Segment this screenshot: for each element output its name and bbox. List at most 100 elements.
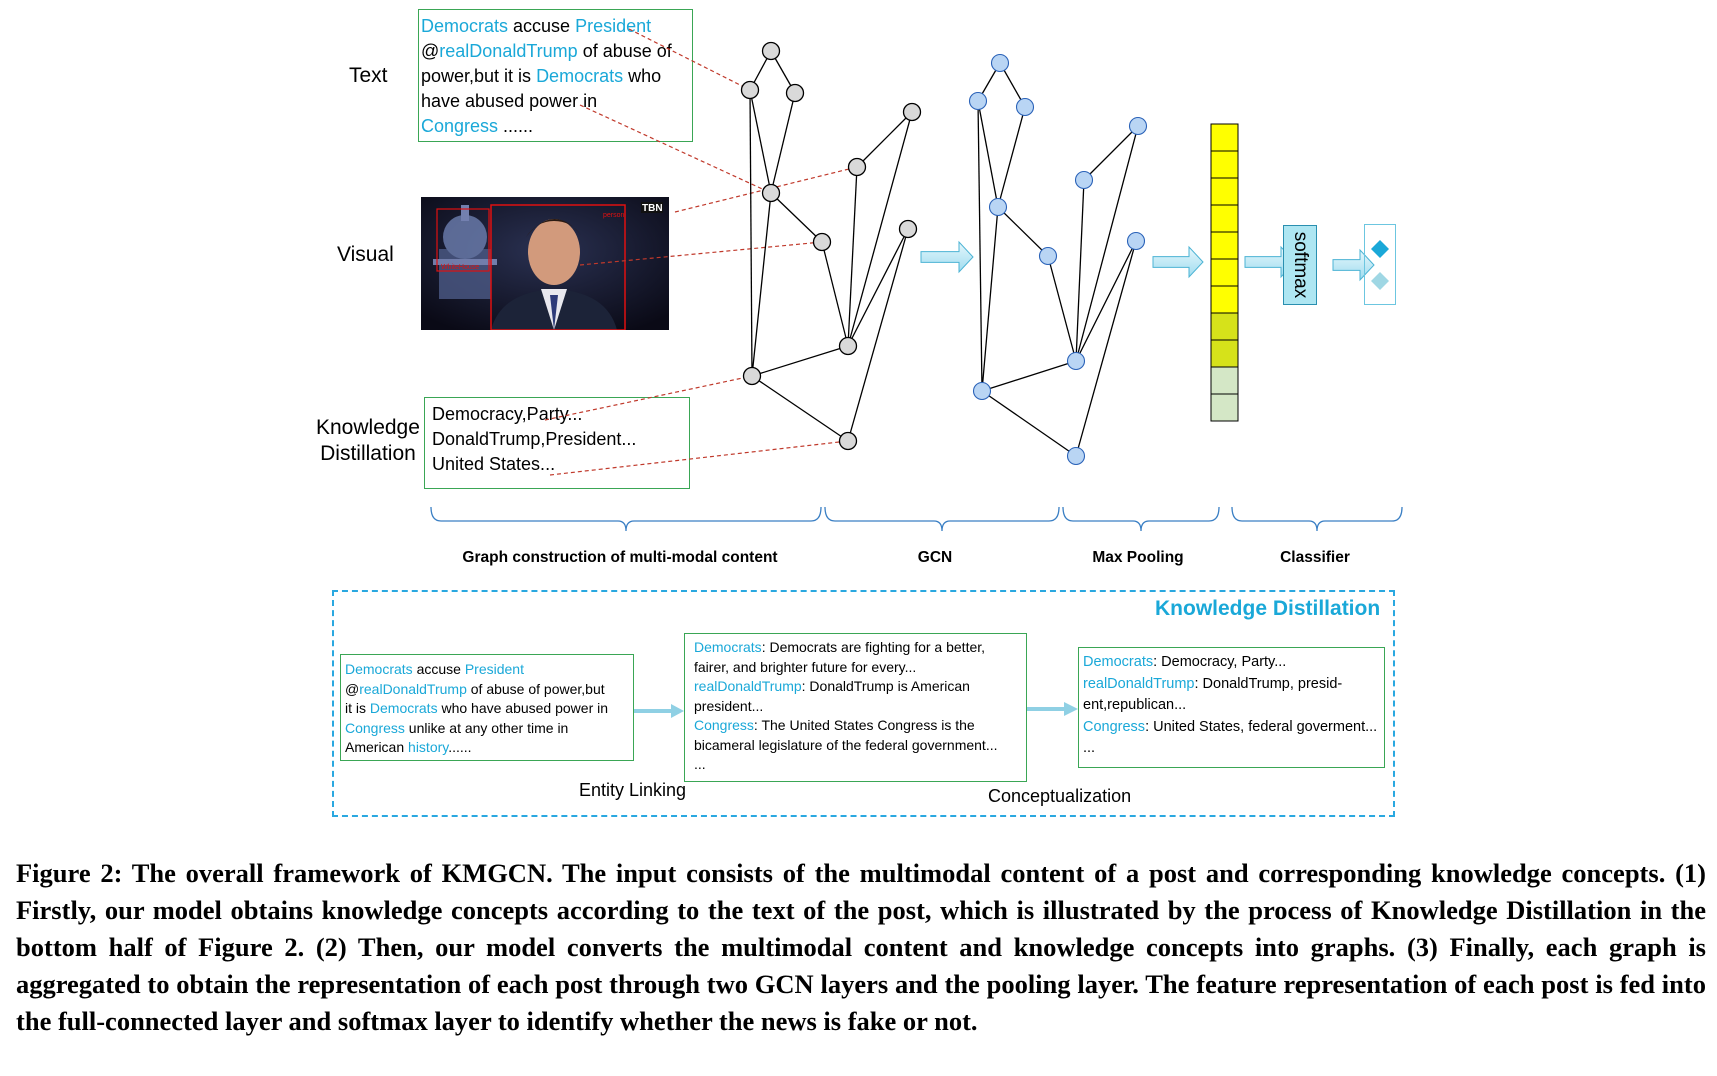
plain-text: : Democracy, Party... [1153,654,1287,670]
graph-diagram [430,28,1403,532]
section-gcn: GCN [917,549,953,566]
plain-text: of abuse of power,but [466,680,605,697]
kd-linked-line: president... [694,697,1026,717]
plain-text: : Democrats are fighting for a better, [761,639,986,655]
graph-node [761,41,781,61]
entity-mention: realDonaldTrump [694,678,802,694]
kd-linked-box: Democrats: Democrats are fighting for a … [684,633,1027,782]
figure-caption: Figure 2: The overall framework of KMGCN… [16,858,1706,1036]
plain-text: : DonaldTrump is American [801,678,970,694]
graph-edge [856,111,913,168]
section-graph-construction: Graph construction of multi-modal conten… [462,549,778,566]
pooled-feature-cell [1210,150,1239,179]
text-box-line: @realDonaldTrump of abuse of [421,39,692,64]
text-input-box: Democrats accuse President@realDonaldTru… [418,9,693,142]
graph-node [785,83,805,103]
pooled-feature-cell [1210,285,1239,314]
graph-node [1128,116,1148,136]
entity-mention: Congress [345,719,405,736]
pooled-feature-cell [1210,339,1239,368]
entity-mention: Democrats [694,639,762,655]
graph-edge [821,241,849,347]
graph-node [812,232,832,252]
entity-mention: Congress [1083,718,1146,735]
entity-mention: realDonaldTrump [439,41,578,61]
box-label-person: person [603,212,625,219]
kd-arrows [634,702,1078,718]
graph-edge [770,192,823,243]
text-box-line: Congress ...... [421,114,692,139]
cross-modal-link [579,104,772,194]
pooled-feature-cell [1210,312,1239,341]
graph-edge [977,100,999,208]
plain-text: president... [694,697,764,714]
plain-text: : The United States Congress is the [753,717,975,733]
knowledge-distillation-panel [332,590,1395,817]
kd-concept-box: Democrats: Democracy, Party...realDonald… [1078,647,1385,768]
graph-node [847,157,867,177]
graph-edge [749,89,772,194]
graph-node [1038,246,1058,266]
kd-concept-line: Congress: United States, federal goverme… [1083,717,1384,739]
pooled-feature-cell [1210,123,1239,152]
multimodal-graph-nodes [740,41,922,451]
graph-edge [981,206,999,392]
graph-node [1066,446,1086,466]
capitol-dome [433,205,497,299]
cross-modal-link [549,440,849,476]
graph-edge [770,92,796,194]
text-box-line: power,but it is Democrats who [421,64,692,89]
graph-edge [997,106,1026,208]
post-image-art: TBN person WhiteHouse [421,197,669,330]
plain-text: bicameral legislature of the federal gov… [694,736,998,753]
cross-modal-link [544,375,753,421]
plain-text: ...... [448,739,472,755]
kd-concept-lines: Democrats: Democracy, Party...realDonald… [1083,652,1384,760]
plain-text: it is [345,700,370,716]
conceptualization-arrow [1027,702,1078,716]
graph-edge [751,345,849,377]
multimodal-graph-edges [749,50,913,442]
kd-linked-line: realDonaldTrump: DonaldTrump is American [694,677,1026,697]
output-diamonds [1371,240,1389,290]
entity-linking-arrow [634,704,684,718]
graph-edge [751,375,849,442]
entity-mention: Democrats [369,700,438,716]
plain-text: accuse [508,16,576,36]
knowledge-line: DonaldTrump,President... [432,429,637,449]
graph-node [1015,97,1035,117]
graph-node [761,183,781,203]
kd-concept-line: ... [1083,738,1384,760]
kd-input-line: it is Democrats who have abused power in [345,699,633,719]
graph-edge [1047,255,1077,362]
cross-modal-link [628,28,751,91]
kd-concept-line: ent,republican... [1083,695,1384,717]
gcn-graph-nodes [968,53,1148,466]
kd-input-lines: Democrats accuse President@realDonaldTru… [345,660,633,758]
kd-input-line: @realDonaldTrump of abuse of power,but [345,680,633,700]
graph-edge [1075,125,1139,362]
graph-edge [981,360,1077,392]
pooled-feature-cell [1210,366,1239,395]
graph-node [742,366,762,386]
graph-edge [1075,240,1137,457]
post-image: TBN person WhiteHouse [421,197,669,330]
plain-text: power,but it is [421,66,537,86]
plain-text: ent,republican... [1083,697,1187,713]
graph-node [1126,231,1146,251]
plain-text: American [345,739,409,755]
kd-linked-line: ... [694,755,1026,775]
kd-concept-line: realDonaldTrump: DonaldTrump, presid- [1083,674,1384,696]
pooled-feature-cell [1210,231,1239,260]
section-brace [430,506,822,532]
graph-edge [847,228,909,347]
output-box [1364,224,1396,305]
row-label-visual: Visual [337,243,394,266]
kd-input-box: Democrats accuse President@realDonaldTru… [340,654,634,761]
graph-edge [749,89,753,377]
gcn-graph-edges [977,62,1139,457]
graph-edge [977,100,983,392]
entity-mention: Democrats [536,66,624,86]
graph-node [740,80,760,100]
plain-text: @ [345,680,360,697]
